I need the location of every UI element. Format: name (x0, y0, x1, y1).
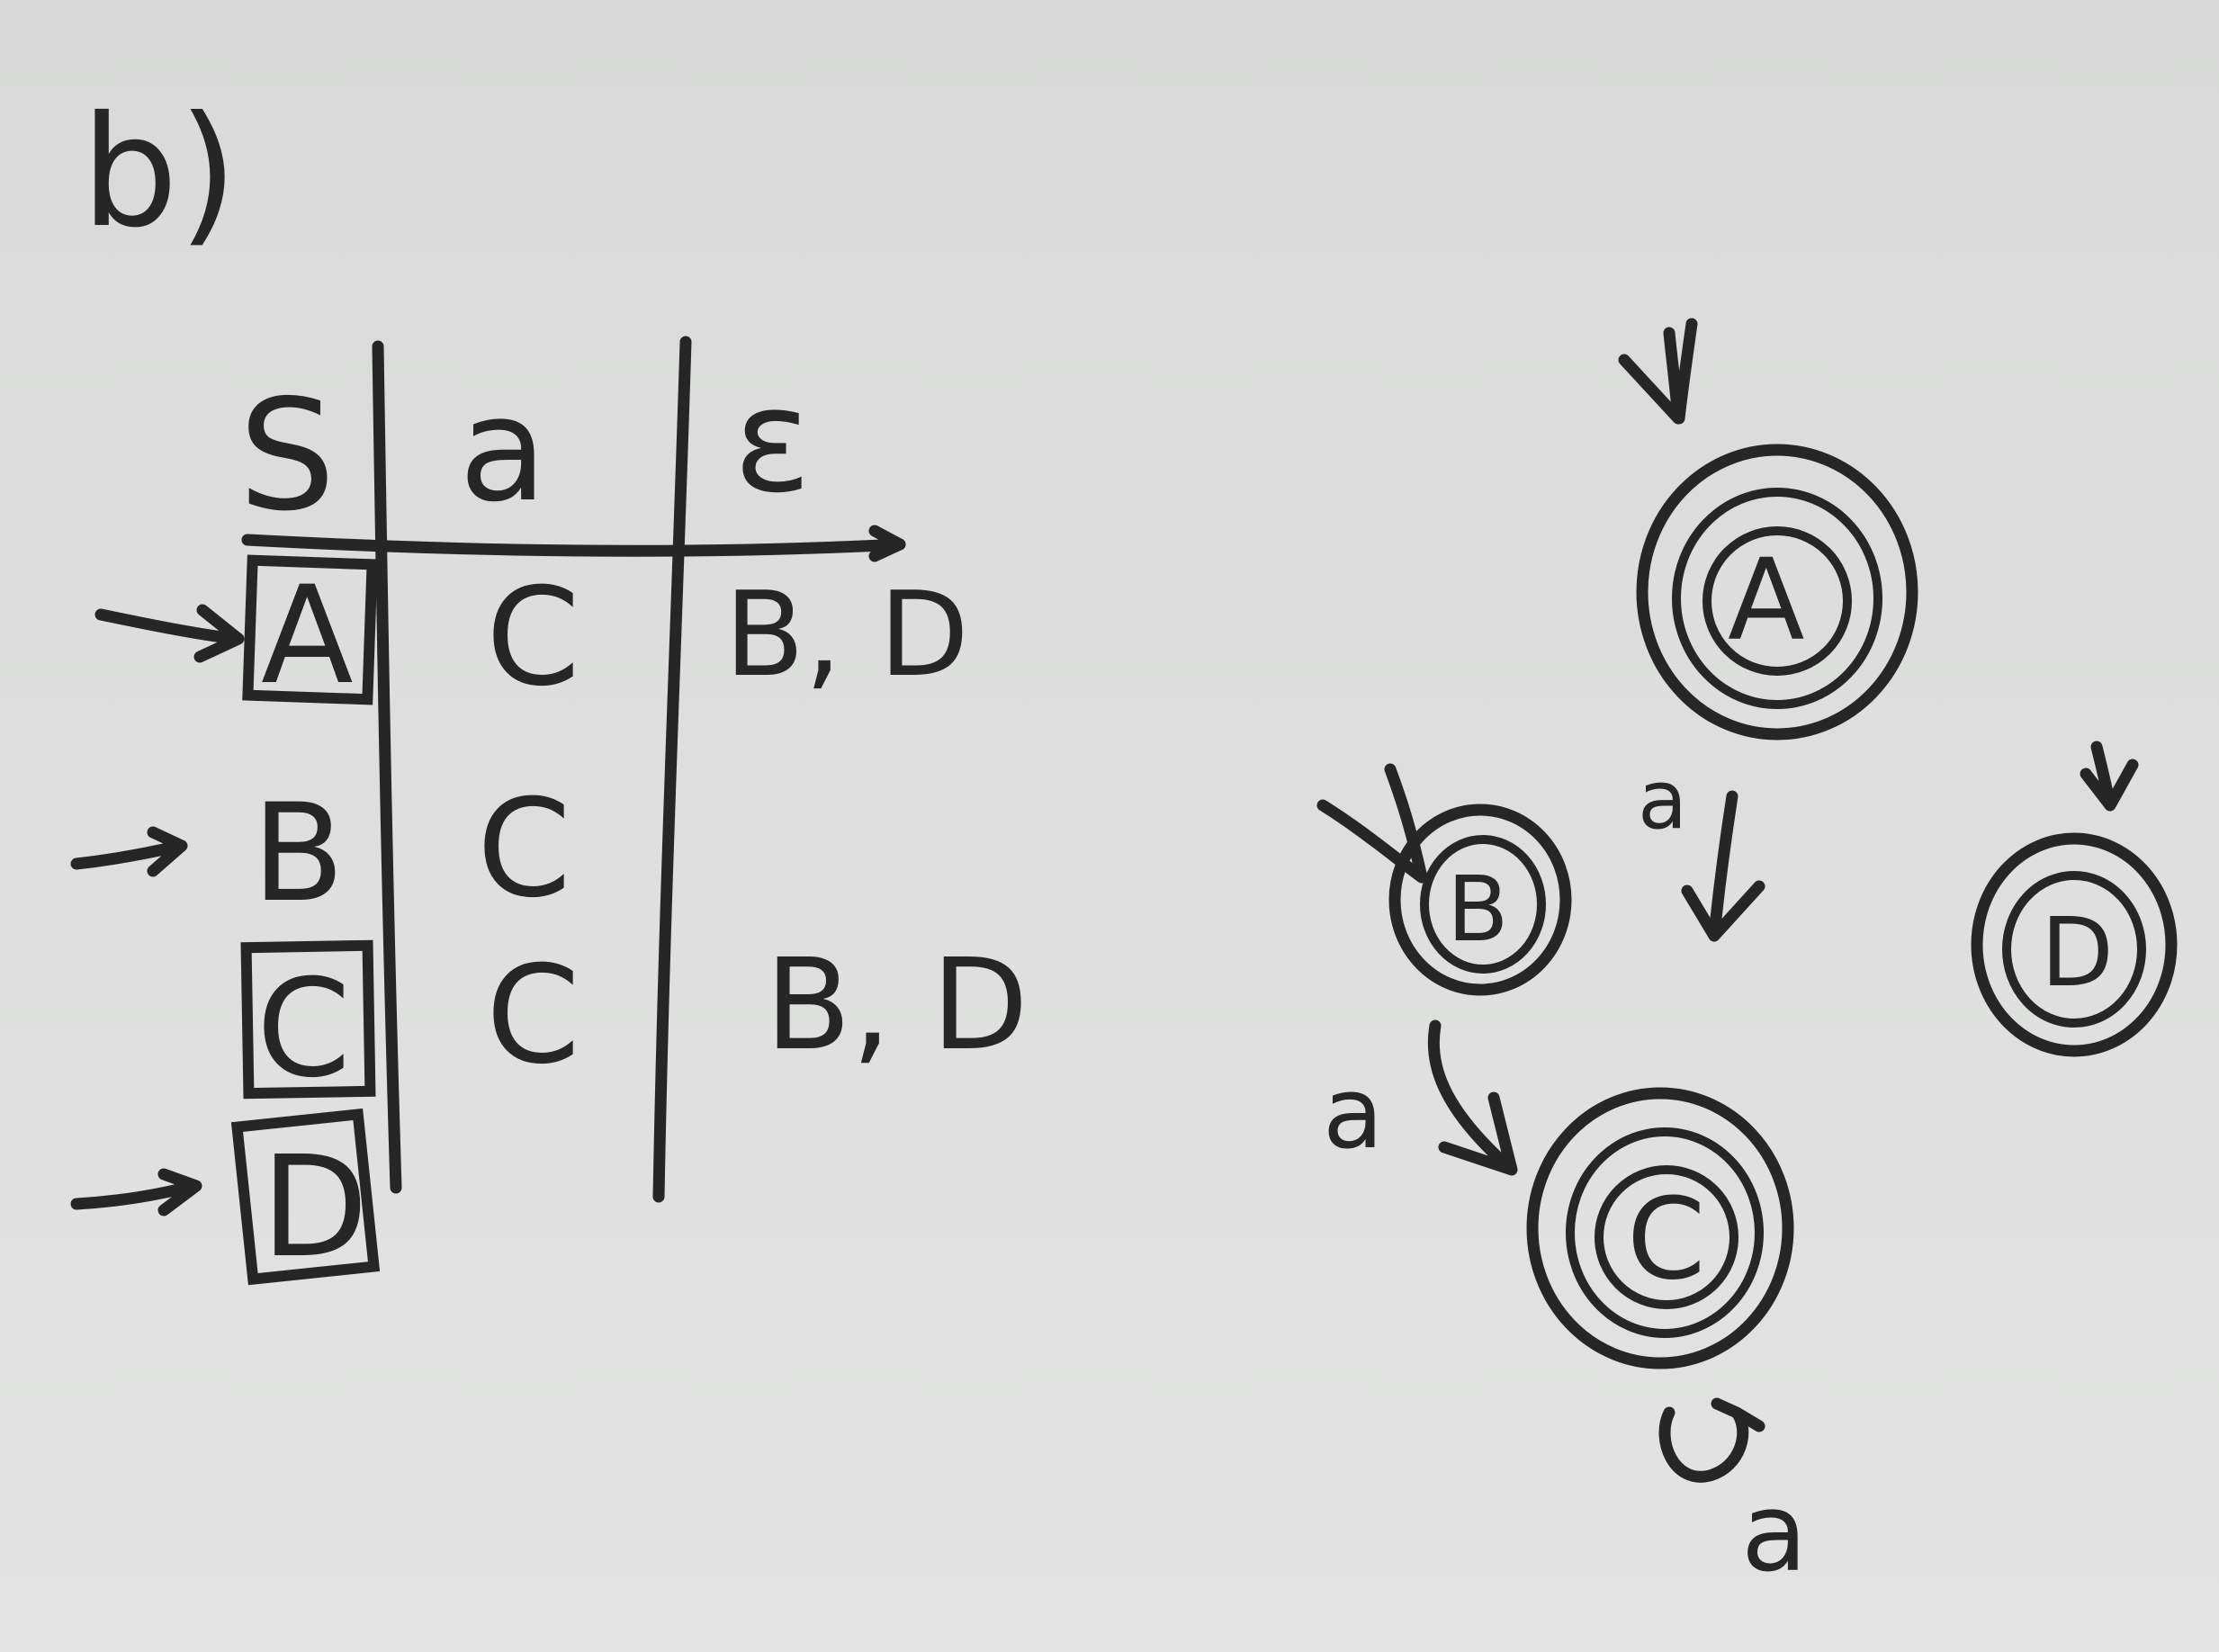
state-a-core (1702, 526, 1852, 676)
table-header-epsilon: ε (733, 356, 811, 525)
state-d-outer-ring (1971, 832, 2178, 1057)
state-a: A (1618, 318, 1918, 741)
row-d-state: D (261, 1126, 368, 1288)
state-c-inner-ring (1566, 1127, 1764, 1338)
state-a-inner-ring (1672, 488, 1882, 709)
state-b-inner-ring (1420, 835, 1546, 974)
row-b-state: B (252, 776, 345, 932)
transition-c-self-loop-label: a (1741, 1471, 1808, 1596)
state-c-outer-ring (1526, 1087, 1794, 1369)
state-b-outer-ring (1388, 804, 1572, 996)
state-d-inner-ring (2002, 871, 2146, 1028)
row-a-final-box (242, 554, 378, 705)
row-a-on-a: C (486, 560, 580, 716)
automaton-diagram: A B C D a a (1316, 318, 2178, 1596)
state-a-initial-arrow (1618, 318, 1698, 425)
table-horizontal-arrowhead (868, 525, 906, 562)
state-d-label: D (2041, 898, 2114, 1008)
row-c-on-epsilon: B, D (765, 932, 1029, 1079)
state-c-core (1595, 1165, 1738, 1309)
transition-c-self-loop: a (1658, 1397, 1808, 1596)
state-a-label: A (1728, 535, 1805, 666)
state-d-initial-arrow (2080, 741, 2139, 812)
transition-table: S a ε A C B, D B C C C B, D D (70, 336, 1029, 1288)
transition-a-to-c-label: a (1638, 753, 1687, 848)
row-c-state: C (256, 951, 351, 1108)
transition-a-to-c: a (1638, 753, 1765, 942)
table-header-symbol-a: a (459, 365, 547, 534)
row-b-on-a: C (477, 771, 571, 928)
state-b-initial-arrow (1316, 763, 1428, 884)
state-d: D (1971, 741, 2178, 1057)
transition-b-to-c-arrow (1427, 1019, 1518, 1176)
row-c-final-box (240, 939, 376, 1100)
row-a-on-epsilon: B, D (724, 566, 969, 703)
state-c-label: C (1627, 1174, 1705, 1305)
state-b: B (1316, 763, 1572, 996)
row-a-state: A (261, 558, 354, 714)
state-a-outer-ring (1636, 444, 1918, 741)
transition-b-to-c-label: a (1323, 1055, 1383, 1171)
table-horizontal-line (241, 534, 906, 557)
transition-c-self-loop-arrow (1658, 1397, 1765, 1483)
row-d-initial-arrow (70, 1168, 202, 1217)
row-b-initial-arrow (70, 826, 188, 877)
transition-b-to-c: a (1323, 1019, 1518, 1176)
table-vertical-line-2 (652, 336, 692, 1203)
state-b-label: B (1447, 857, 1509, 962)
part-label: b) (81, 84, 238, 262)
transition-a-to-c-arrow (1681, 790, 1765, 942)
table-vertical-line-1 (372, 340, 402, 1194)
table-header-state: S (238, 367, 336, 545)
row-a-initial-arrow (94, 604, 245, 663)
row-c-on-a: C (486, 938, 580, 1094)
row-d-final-box (230, 1108, 381, 1286)
state-c: C (1526, 1087, 1794, 1369)
